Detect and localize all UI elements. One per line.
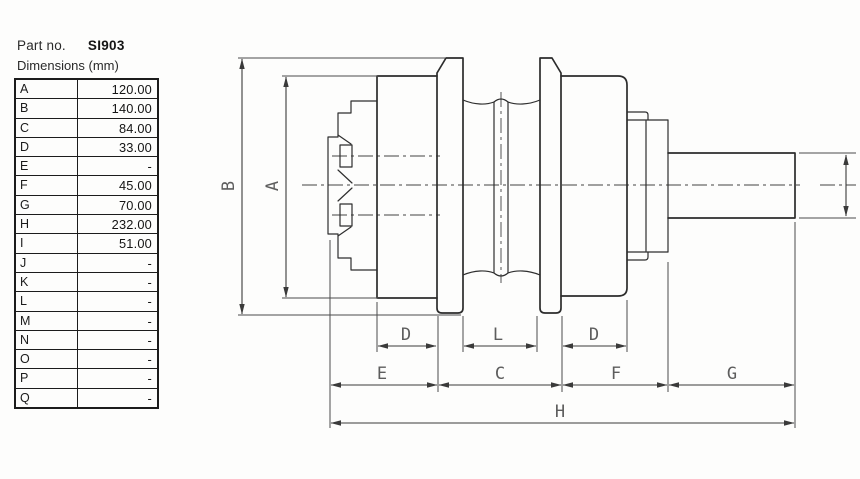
- part-number-line: Part no. SI903: [14, 38, 160, 58]
- table-row: B 140.00: [16, 98, 157, 118]
- table-row: N-: [16, 329, 157, 350]
- bearing-bracket: [626, 111, 669, 261]
- dimension-value: -: [147, 390, 152, 406]
- dimension-value: -: [147, 332, 152, 348]
- table-row: Q-: [16, 387, 157, 408]
- dim-label-G: G: [727, 364, 737, 384]
- center-lines: [302, 92, 856, 283]
- dimension-value: 120.00: [111, 82, 152, 97]
- dim-label-F: F: [611, 364, 621, 384]
- table-row: F 45.00: [16, 175, 157, 195]
- dimension-key: N: [16, 330, 78, 350]
- dim-label-H: H: [555, 402, 565, 422]
- dimension-key: O: [16, 350, 78, 369]
- shaft: [667, 152, 796, 219]
- table-row: E-: [16, 156, 157, 176]
- dimension-key: P: [16, 369, 78, 388]
- dimension-value: -: [147, 159, 152, 175]
- dimension-key: M: [16, 311, 78, 330]
- dimension-value: 33.00: [118, 139, 152, 155]
- dimension-key: D: [16, 137, 78, 157]
- dimension-value: 51.00: [118, 236, 152, 252]
- dimension-key: Q: [16, 388, 78, 408]
- table-row: M-: [16, 310, 157, 330]
- table-row: O-: [16, 349, 157, 369]
- dimension-key: C: [16, 118, 78, 137]
- table-row: C 84.00: [16, 117, 157, 137]
- dimension-key: J: [16, 253, 78, 272]
- dimension-key: B: [16, 99, 78, 118]
- table-row: I 51.00: [16, 233, 157, 253]
- dimension-key: L: [16, 292, 78, 311]
- dimension-value: 45.00: [118, 178, 152, 194]
- dimension-labels: B A D L D E C F G H: [219, 181, 737, 422]
- table-row: D 33.00: [16, 136, 157, 157]
- table-row: J-: [16, 252, 157, 272]
- extension-lines: [238, 57, 856, 428]
- dim-label-B: B: [219, 181, 239, 191]
- table-row: A 120.00: [16, 80, 157, 99]
- dimension-value: -: [147, 274, 152, 290]
- dimension-value: -: [147, 255, 152, 271]
- right-tread: [560, 75, 628, 297]
- dimension-key: K: [16, 272, 78, 292]
- dim-label-L: L: [493, 325, 503, 345]
- hub-steps: [327, 100, 378, 271]
- dimension-value: -: [147, 352, 152, 368]
- table-row: K-: [16, 271, 157, 292]
- dimension-value: 232.00: [111, 217, 152, 233]
- table-row: P-: [16, 368, 157, 388]
- dimension-key: G: [16, 195, 78, 215]
- flange-left: [436, 57, 464, 314]
- dim-label-A: A: [263, 181, 283, 191]
- part-number-label: Part no.: [17, 38, 66, 53]
- center-groove: [462, 98, 541, 277]
- hub-bearing-details: [337, 134, 353, 237]
- dimension-lines: [239, 58, 849, 426]
- dimension-value: 84.00: [118, 120, 152, 136]
- dim-label-D-right: D: [589, 325, 599, 345]
- dim-label-C: C: [495, 364, 505, 384]
- dimension-key: A: [16, 80, 78, 99]
- left-tread: [376, 75, 438, 299]
- table-row: L-: [16, 291, 157, 311]
- dim-label-E: E: [377, 364, 387, 384]
- table-row: G 70.00: [16, 194, 157, 215]
- dimension-value: -: [147, 371, 152, 387]
- dimension-key: F: [16, 176, 78, 195]
- dimension-value: 140.00: [111, 101, 152, 117]
- part-number-value: SI903: [87, 38, 125, 53]
- flange-right: [539, 57, 562, 314]
- dimension-value: 70.00: [118, 197, 152, 213]
- dimension-key: E: [16, 157, 78, 176]
- dimension-value: -: [147, 313, 152, 329]
- dim-label-D-left: D: [401, 325, 411, 345]
- roller-outline: [327, 57, 796, 314]
- dimension-key: I: [16, 234, 78, 253]
- dimension-key: H: [16, 215, 78, 234]
- table-row: H 232.00: [16, 214, 157, 234]
- dimension-value: -: [147, 294, 152, 310]
- dimensions-header: Dimensions (mm): [17, 58, 119, 73]
